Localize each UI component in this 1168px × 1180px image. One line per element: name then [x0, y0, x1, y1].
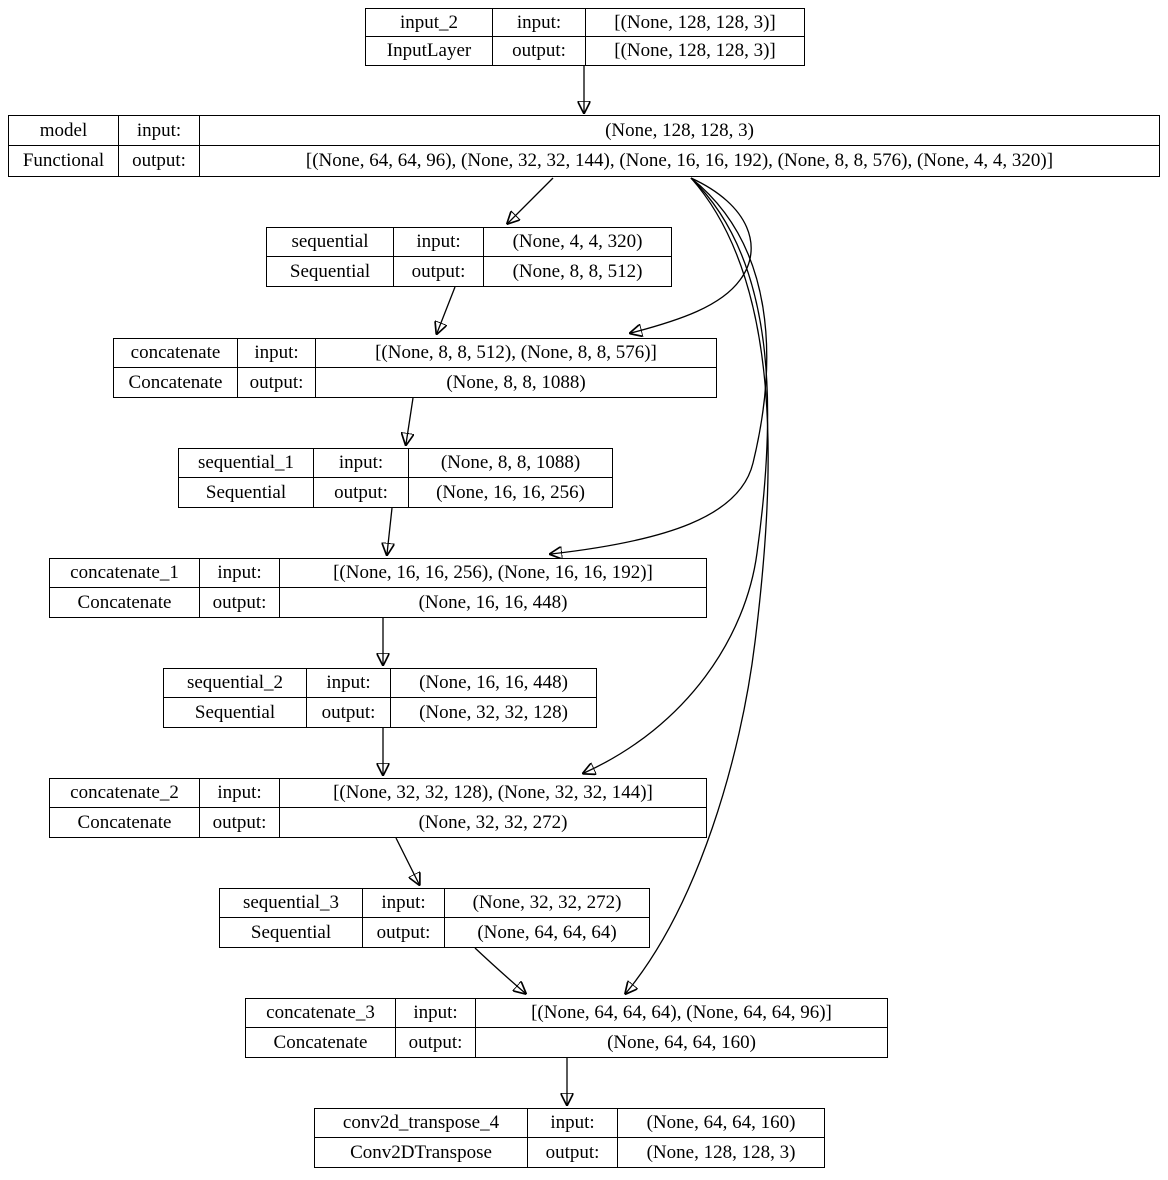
layer-name: concatenate_1	[50, 559, 200, 588]
layer-name: concatenate_3	[246, 999, 396, 1028]
edge-concatenate-to-sequential_1	[406, 397, 413, 444]
output-shape: (None, 64, 64, 160)	[607, 1031, 756, 1053]
layer-name: model	[9, 116, 119, 146]
output-label: output:	[238, 368, 316, 397]
edge-sequential-to-concatenate	[437, 286, 456, 333]
input-label: input:	[493, 9, 586, 37]
layer-type: Concatenate	[114, 368, 238, 397]
input-label: input:	[363, 889, 445, 918]
layer-name: sequential_2	[164, 669, 307, 698]
output-shape: (None, 16, 16, 448)	[418, 591, 568, 613]
input-shape: (None, 64, 64, 160)	[618, 1109, 824, 1138]
layer-type: Concatenate	[50, 808, 200, 837]
output-label: output:	[363, 918, 445, 947]
edge-model-to-concatenate_2	[584, 177, 769, 773]
input-shape: [(None, 16, 16, 256), (None, 16, 16, 192…	[280, 559, 706, 588]
layer-name: sequential	[267, 228, 394, 257]
output-shape: (None, 16, 16, 256)	[436, 481, 585, 503]
layer-name: sequential_3	[220, 889, 363, 918]
layer-name: input_2	[366, 9, 493, 37]
input-shape: [(None, 32, 32, 128), (None, 32, 32, 144…	[280, 779, 706, 808]
layer-type: Sequential	[164, 698, 307, 727]
layer-type: Concatenate	[50, 588, 200, 617]
output-shape: [(None, 64, 64, 96), (None, 32, 32, 144)…	[305, 150, 1054, 171]
node-input_2: input_2 input: [(None, 128, 128, 3)] Inp…	[365, 8, 805, 66]
output-label: output:	[314, 478, 409, 507]
edge-sequential_1-to-concatenate_1	[387, 507, 392, 554]
node-concatenate_3: concatenate_3 input: [(None, 64, 64, 64)…	[245, 998, 888, 1058]
node-concatenate_1: concatenate_1 input: [(None, 16, 16, 256…	[49, 558, 707, 618]
input-label: input:	[396, 999, 476, 1028]
output-label: output:	[200, 808, 280, 837]
output-shape: (None, 8, 8, 512)	[512, 260, 643, 282]
layer-type: Functional	[9, 146, 119, 176]
output-shape: [(None, 128, 128, 3)]	[614, 40, 776, 61]
layer-type: Sequential	[220, 918, 363, 947]
input-shape: (None, 8, 8, 1088)	[409, 449, 612, 478]
edge-concatenate_2-to-sequential_3	[395, 837, 419, 884]
layer-name: sequential_1	[179, 449, 314, 478]
input-shape: [(None, 8, 8, 512), (None, 8, 8, 576)]	[316, 339, 716, 368]
input-label: input:	[314, 449, 409, 478]
node-conv2d_transpose_4: conv2d_transpose_4 input: (None, 64, 64,…	[314, 1108, 825, 1168]
input-shape: [(None, 128, 128, 3)]	[586, 9, 804, 37]
input-label: input:	[200, 559, 280, 588]
output-shape: (None, 128, 128, 3)	[646, 1141, 796, 1163]
layer-type: InputLayer	[366, 37, 493, 65]
output-shape: (None, 32, 32, 272)	[418, 811, 568, 833]
input-label: input:	[307, 669, 391, 698]
output-label: output:	[394, 257, 484, 286]
output-shape: (None, 8, 8, 1088)	[446, 371, 586, 393]
input-label: input:	[200, 779, 280, 808]
output-shape: (None, 32, 32, 128)	[419, 701, 568, 723]
input-shape: (None, 16, 16, 448)	[391, 669, 596, 698]
edge-model-to-concatenate_1	[551, 177, 768, 554]
output-shape: (None, 64, 64, 64)	[477, 921, 617, 943]
input-label: input:	[238, 339, 316, 368]
layer-type: Conv2DTranspose	[315, 1138, 528, 1167]
layer-type: Sequential	[179, 478, 314, 507]
output-label: output:	[119, 146, 200, 176]
input-shape: (None, 32, 32, 272)	[445, 889, 649, 918]
input-shape: (None, 4, 4, 320)	[484, 228, 671, 257]
node-sequential_1: sequential_1 input: (None, 8, 8, 1088) S…	[178, 448, 613, 508]
layer-type: Sequential	[267, 257, 394, 286]
node-concatenate: concatenate input: [(None, 8, 8, 512), (…	[113, 338, 717, 398]
input-label: input:	[528, 1109, 618, 1138]
edge-sequential_3-to-concatenate_3	[474, 947, 525, 993]
layer-name: concatenate_2	[50, 779, 200, 808]
node-sequential_3: sequential_3 input: (None, 32, 32, 272) …	[219, 888, 650, 948]
layer-name: concatenate	[114, 339, 238, 368]
input-label: input:	[394, 228, 484, 257]
output-label: output:	[528, 1138, 618, 1167]
layer-name: conv2d_transpose_4	[315, 1109, 528, 1138]
edge-model-to-sequential	[508, 177, 554, 223]
node-concatenate_2: concatenate_2 input: [(None, 32, 32, 128…	[49, 778, 707, 838]
node-sequential_2: sequential_2 input: (None, 16, 16, 448) …	[163, 668, 597, 728]
output-label: output:	[493, 37, 586, 65]
edge-model-to-concatenate	[631, 177, 752, 333]
output-label: output:	[396, 1028, 476, 1057]
edge-model-to-concatenate_3	[626, 177, 769, 993]
node-sequential: sequential input: (None, 4, 4, 320) Sequ…	[266, 227, 672, 287]
input-shape: [(None, 64, 64, 64), (None, 64, 64, 96)]	[476, 999, 887, 1028]
output-label: output:	[200, 588, 280, 617]
input-shape: (None, 128, 128, 3)	[200, 116, 1159, 146]
output-label: output:	[307, 698, 391, 727]
layer-type: Concatenate	[246, 1028, 396, 1057]
node-model: model input: (None, 128, 128, 3) Functio…	[8, 115, 1160, 177]
input-label: input:	[119, 116, 200, 146]
